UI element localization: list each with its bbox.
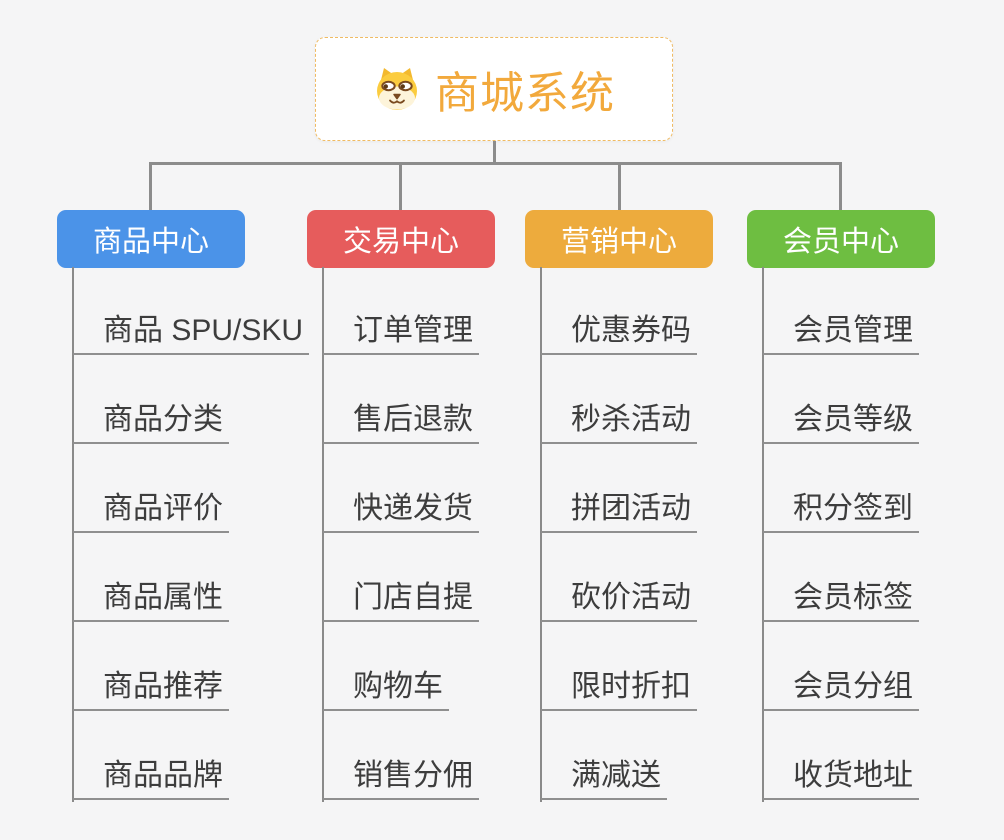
subtopic[interactable]: 限时折扣: [541, 671, 697, 711]
subtopic[interactable]: 订单管理: [323, 315, 479, 355]
subtopic[interactable]: 商品推荐: [73, 671, 229, 711]
connector-column-3: [540, 267, 542, 802]
subtopic[interactable]: 砍价活动: [541, 582, 697, 622]
root-topic-label: 商城系统: [435, 69, 615, 118]
branch-topic-marketing-center[interactable]: 营销中心: [525, 210, 713, 268]
connector-horizontal: [150, 162, 841, 165]
subtopic[interactable]: 销售分佣: [323, 760, 479, 800]
subtopic[interactable]: 门店自提: [323, 582, 479, 622]
subtopic[interactable]: 商品分类: [73, 404, 229, 444]
branch-topic-member-center[interactable]: 会员中心: [747, 210, 935, 268]
connector-drop-2: [399, 162, 402, 210]
connector-drop-4: [839, 162, 842, 210]
subtopic[interactable]: 收货地址: [763, 760, 919, 800]
subtopic[interactable]: 积分签到: [763, 493, 919, 533]
connector-column-2: [322, 267, 324, 802]
branch-topic-trade-center[interactable]: 交易中心: [307, 210, 495, 268]
subtopic[interactable]: 会员等级: [763, 404, 919, 444]
subtopic[interactable]: 优惠券码: [541, 315, 697, 355]
connector-column-4: [762, 267, 764, 802]
subtopic[interactable]: 拼团活动: [541, 493, 697, 533]
subtopic[interactable]: 商品评价: [73, 493, 229, 533]
subtopic[interactable]: 会员分组: [763, 671, 919, 711]
subtopic[interactable]: 购物车: [323, 671, 449, 711]
root-topic[interactable]: 商城系统: [315, 37, 673, 141]
subtopic[interactable]: 会员管理: [763, 315, 919, 355]
subtopic[interactable]: 秒杀活动: [541, 404, 697, 444]
connector-root-stub: [493, 141, 496, 164]
subtopic[interactable]: 会员标签: [763, 582, 919, 622]
subtopic[interactable]: 商品属性: [73, 582, 229, 622]
subtopic[interactable]: 商品 SPU/SKU: [73, 315, 310, 355]
subtopic[interactable]: 商品品牌: [73, 760, 229, 800]
connector-drop-3: [618, 162, 621, 210]
connector-column-1: [72, 267, 74, 802]
dog-face-icon: [377, 68, 417, 110]
subtopic[interactable]: 满减送: [541, 760, 667, 800]
branch-topic-product-center[interactable]: 商品中心: [57, 210, 245, 268]
connector-drop-1: [149, 162, 152, 210]
subtopic[interactable]: 售后退款: [323, 404, 479, 444]
subtopic[interactable]: 快递发货: [323, 493, 479, 533]
